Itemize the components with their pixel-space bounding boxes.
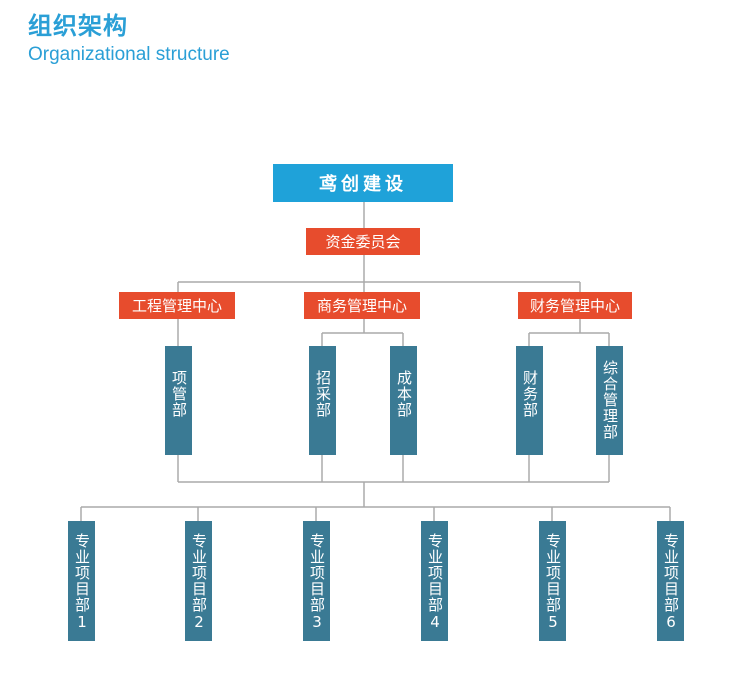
- org-root-node: 鸢创建设: [273, 164, 453, 202]
- project-label: 专业项目部6: [662, 533, 680, 632]
- project-node: 专业项目部6: [657, 521, 684, 641]
- project-node: 专业项目部3: [303, 521, 330, 641]
- committee-node: 资金委员会: [306, 228, 420, 255]
- department-node: 招采部: [309, 346, 336, 455]
- department-node: 财务部: [516, 346, 543, 455]
- project-label: 专业项目部1: [73, 533, 91, 632]
- department-node: 成本部: [390, 346, 417, 455]
- project-label: 专业项目部5: [544, 533, 562, 632]
- project-label: 专业项目部4: [426, 533, 444, 632]
- page-title: 组织架构: [28, 12, 128, 40]
- department-node: 综合管理部: [596, 346, 623, 455]
- project-label: 专业项目部2: [190, 533, 208, 632]
- center-node-business: 商务管理中心: [304, 292, 420, 319]
- project-node: 专业项目部1: [68, 521, 95, 641]
- department-label: 财务部: [521, 370, 539, 418]
- page-subtitle: Organizational structure: [28, 44, 230, 65]
- department-label: 成本部: [395, 370, 413, 418]
- center-node-finance: 财务管理中心: [518, 292, 632, 319]
- department-label: 项管部: [170, 370, 188, 418]
- center-node-engineering: 工程管理中心: [119, 292, 235, 319]
- project-label: 专业项目部3: [308, 533, 326, 632]
- project-node: 专业项目部5: [539, 521, 566, 641]
- department-node: 项管部: [165, 346, 192, 455]
- department-label: 综合管理部: [601, 360, 619, 440]
- project-node: 专业项目部4: [421, 521, 448, 641]
- project-node: 专业项目部2: [185, 521, 212, 641]
- department-label: 招采部: [314, 370, 332, 418]
